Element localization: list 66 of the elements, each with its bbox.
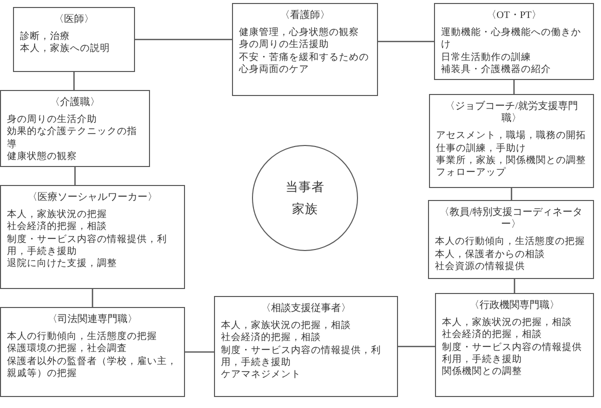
role-heading: 〈看護師〉 — [279, 10, 331, 22]
duty-text: 本人，家族状況の把握 — [7, 209, 108, 221]
duty-text: 社会経済的把握，相談 — [221, 332, 322, 345]
role-box — [13, 7, 135, 72]
role-heading: 〈医療ソーシャルワーカー〉 — [26, 192, 158, 204]
duty-text: 保護環境の把握，社会調査 — [7, 343, 128, 356]
duty-text: 社会経済的把握，相談 — [7, 221, 108, 234]
connector-line — [398, 346, 435, 348]
role-heading: 〈介護職〉 — [49, 97, 101, 110]
connector-line — [73, 72, 75, 90]
duty-text: 本人，家族状況の把握，相談 — [221, 320, 352, 332]
role-box — [0, 185, 185, 289]
connector-line — [378, 40, 434, 42]
role-heading: 〈OT・PT〉 — [486, 10, 542, 22]
duty-text: 制度・サービス内容の情報提供，利用，手続き援助 — [221, 344, 382, 370]
role-box — [429, 94, 594, 188]
role-box — [232, 3, 378, 96]
duty-text: 日常生活動作の訓練 — [441, 52, 532, 64]
connector-line — [514, 279, 516, 293]
connector-line — [513, 80, 515, 94]
role-box — [214, 296, 398, 397]
center-label: 家族 — [292, 201, 318, 218]
duty-text: 退院に向けた支援，調整 — [7, 258, 118, 270]
duty-text: 保護者以外の監督者（学校，雇い主，親戚等）の把握 — [7, 356, 178, 380]
duty-text: 仕事の訓練，手助け — [436, 142, 527, 155]
duty-text: 本人，家族への説明 — [20, 43, 111, 56]
role-box — [434, 3, 594, 80]
duty-text: 社会経済的把握，相談 — [442, 329, 543, 342]
duty-text: 制度・サービス内容の情報提供，利用，手続き援助 — [7, 234, 168, 258]
duty-text: 身の周りの生活援助 — [239, 39, 330, 52]
role-heading: 〈司法関連専門職〉 — [46, 314, 138, 326]
role-box — [435, 293, 594, 397]
connector-line — [92, 289, 94, 307]
duty-text: 効果的な介護テクニックの指導 — [7, 126, 138, 151]
role-heading: 〈医師〉 — [53, 14, 95, 26]
center-label: 当事者 — [286, 179, 324, 196]
connector-line — [135, 38, 232, 40]
connector-line — [74, 167, 76, 185]
duty-text: 運動機能・心身機能への働きかけ — [441, 27, 582, 52]
duty-text: 関係機関との調整 — [442, 366, 523, 378]
duty-text: 補装具・介護機器の紹介 — [441, 64, 552, 76]
duty-text: 本人，家族状況の把握，相談 — [442, 317, 573, 329]
duty-text: 制度・サービス内容の情報提供 — [442, 342, 583, 354]
duty-text: 事業所，家族，関係機関との調整 — [436, 154, 587, 167]
duty-text: 本人の行動傾向，生活態度の把握 — [435, 236, 586, 249]
role-heading: 〈ジョブコーチ/就労支援専門職〉 — [444, 101, 579, 126]
connector-line — [185, 351, 214, 353]
duty-text: 本人，保護者からの相談 — [435, 248, 546, 261]
connector-line — [510, 188, 512, 200]
duty-text: ケアマネジメント — [221, 369, 302, 382]
duty-text: アセスメント，職場，職務の開拓 — [436, 130, 587, 143]
duty-text: 利用，手続き援助 — [442, 354, 523, 366]
duty-text: 身の周りの生活介助 — [7, 114, 98, 126]
role-heading: 〈行政機関専門職〉 — [468, 300, 560, 312]
role-box — [0, 90, 150, 167]
role-box — [428, 200, 594, 279]
duty-text: フォローアップ — [436, 167, 507, 180]
duty-text: 不安・苦痛を緩和するための心身両面のケア — [239, 52, 370, 76]
duty-text: 社会資源の情報提供 — [435, 260, 526, 274]
duty-text: 健康管理，心身状態の観察 — [239, 27, 360, 39]
duty-text: 本人の行動傾向，生活態度の把握 — [7, 331, 158, 343]
role-box — [0, 307, 185, 397]
role-heading: 〈教員/特別支援コーディネーター〉 — [438, 207, 584, 232]
duty-text: 健康状態の観察 — [7, 150, 78, 164]
role-heading: 〈相談支援従事者〉 — [260, 303, 352, 316]
duty-text: 診断，治療 — [20, 31, 71, 43]
